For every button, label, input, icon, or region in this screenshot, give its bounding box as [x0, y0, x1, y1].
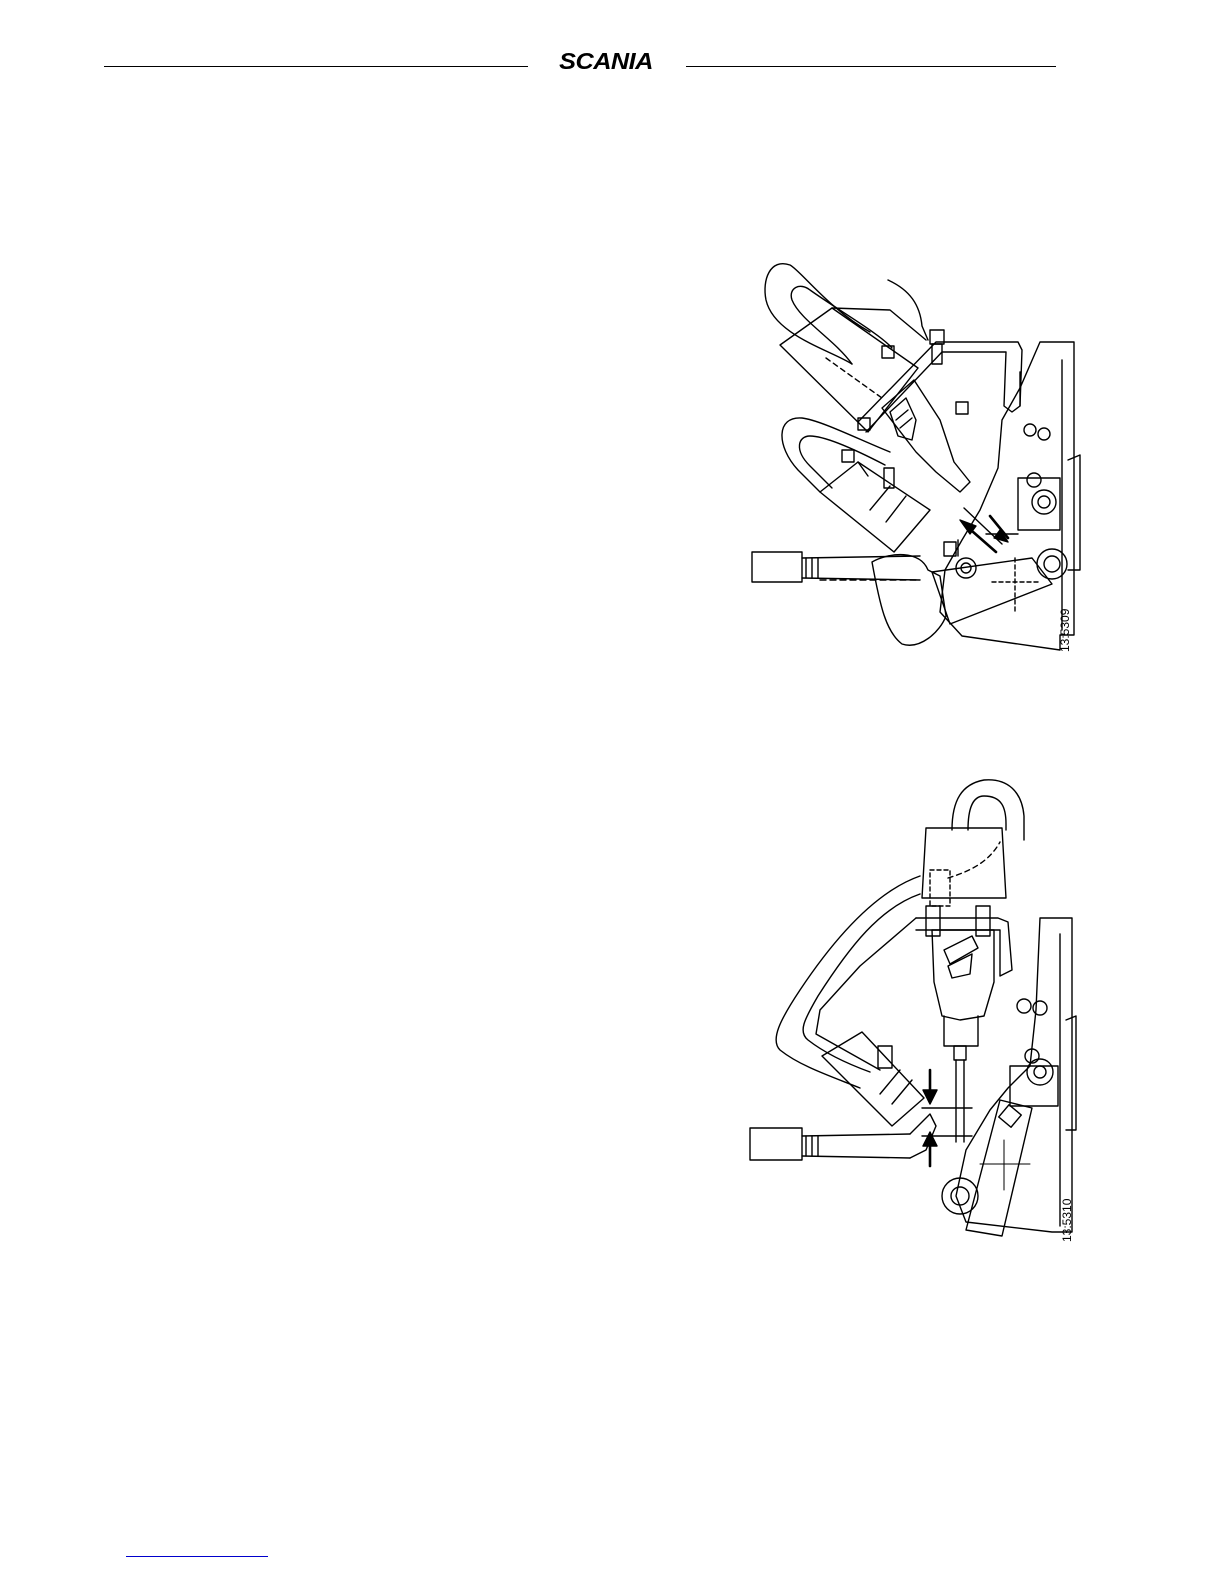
figure-bottom: 13:5310 [740, 770, 1090, 1250]
figure-bottom-drawing [740, 770, 1090, 1250]
figure-top-drawing [740, 240, 1090, 670]
figure-top-code: 13:5309 [1058, 609, 1072, 652]
figure-top: 13:5309 [740, 240, 1090, 670]
figure-bottom-code: 13:5310 [1060, 1199, 1074, 1242]
header-rule-right [686, 66, 1056, 67]
header-rule-left [104, 66, 528, 67]
footer-link-underline [126, 1556, 268, 1557]
scania-logo: SCANIA [529, 48, 683, 75]
